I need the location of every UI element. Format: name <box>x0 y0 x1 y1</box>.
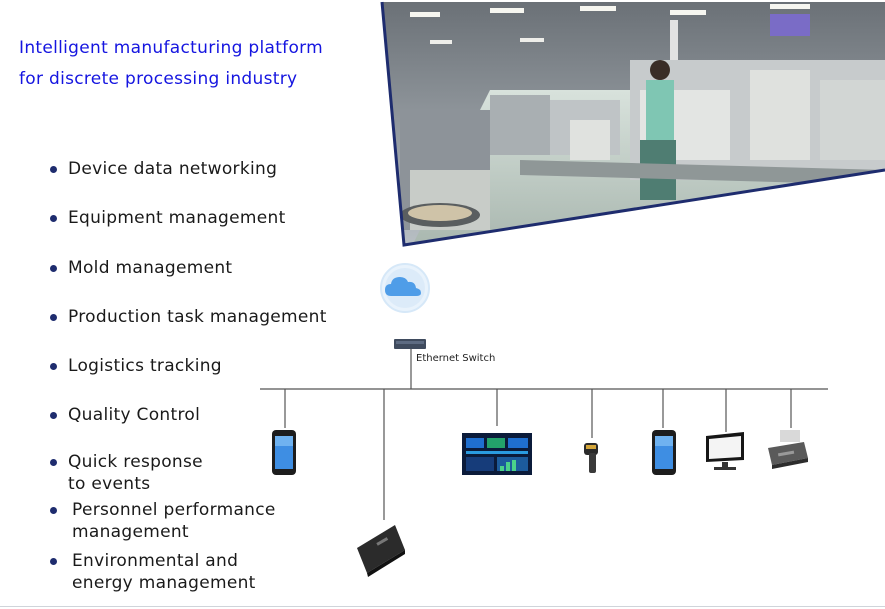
bullet-icon <box>50 412 57 419</box>
title-line-2: for discrete processing industry <box>19 69 298 89</box>
cloud-icon <box>380 263 430 313</box>
bullet-icon <box>50 507 57 514</box>
smartphone-icon <box>272 430 296 475</box>
bullet-icon <box>50 166 57 173</box>
ethernet-switch-label: Ethernet Switch <box>416 353 496 364</box>
printer-icon <box>768 430 808 469</box>
barcode-scanner-icon <box>584 443 598 473</box>
monitor-icon <box>706 432 744 470</box>
smartphone-icon <box>652 430 676 475</box>
ethernet-switch-icon <box>394 339 426 349</box>
bullet-icon <box>50 265 57 272</box>
bullet-icon <box>50 363 57 370</box>
factory-photo <box>370 0 885 250</box>
bullet-icon <box>50 558 57 565</box>
bullet-icon <box>50 215 57 222</box>
gateway-device-icon <box>357 525 405 577</box>
dashboard-screen-icon <box>462 433 532 475</box>
bullet-icon <box>50 314 57 321</box>
bottom-divider <box>0 606 885 607</box>
bullet-icon <box>50 459 57 466</box>
title-line-1: Intelligent manufacturing platform <box>19 38 324 58</box>
